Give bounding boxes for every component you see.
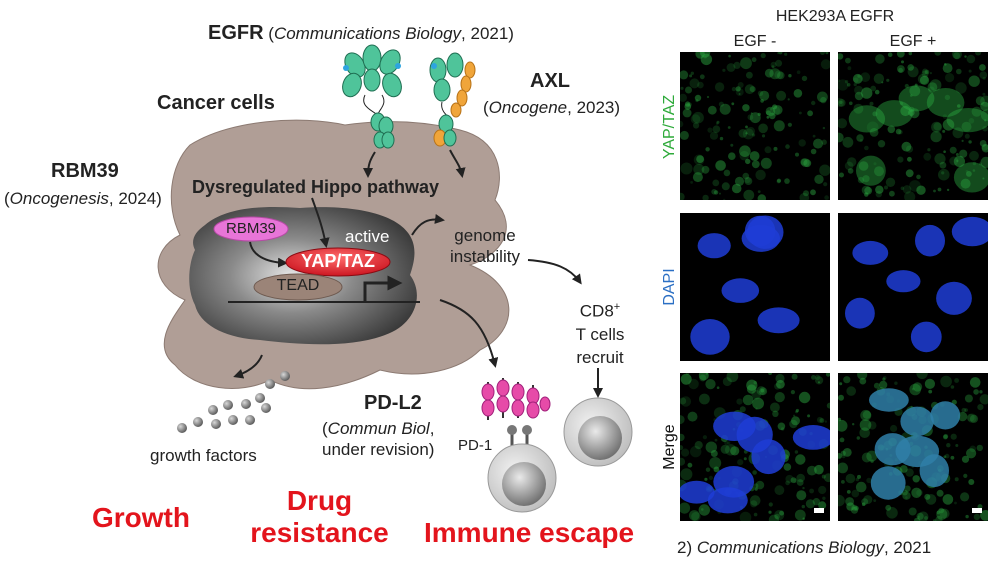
yap-taz-node bbox=[285, 247, 391, 277]
hippo-label: Dysregulated Hippo pathway bbox=[192, 177, 440, 197]
active-label: active bbox=[345, 227, 390, 246]
row-label-merge: Merge bbox=[661, 424, 678, 470]
axl-cite-open: ( bbox=[483, 98, 489, 117]
column-label-egf-plus: EGF + bbox=[889, 33, 937, 50]
egfr-year: , 2021) bbox=[461, 24, 514, 43]
microscopy-title: HEK293A EGFR bbox=[775, 8, 895, 25]
micrograph-merge-egf-plus bbox=[838, 373, 988, 521]
scale-bar bbox=[972, 508, 982, 513]
caption-prefix: 2) bbox=[677, 538, 697, 557]
rbm39-citation: (Oncogenesis, 2024) bbox=[4, 189, 162, 209]
outcome-drug-resistance: Drug resistance bbox=[237, 485, 402, 549]
column-label-egf-minus: EGF - bbox=[733, 33, 777, 50]
pdl2-cite-open: ( bbox=[322, 419, 328, 438]
cancer-cells-label: Cancer cells bbox=[157, 92, 275, 114]
caption-journal: Communications Biology bbox=[696, 538, 884, 557]
rbm39-node-label: RBM39 bbox=[225, 220, 277, 237]
micrograph-dapi-egf-plus bbox=[838, 213, 988, 361]
caption-year: , 2021 bbox=[883, 538, 932, 557]
t-cells-text: T cells bbox=[575, 324, 625, 344]
egfr-cite-open: ( bbox=[263, 24, 274, 43]
cd8-sup: + bbox=[613, 301, 621, 313]
genome-instability-label: genome instability bbox=[445, 225, 525, 267]
rbm39-journal: Oncogenesis bbox=[9, 189, 109, 208]
pdl2-citation: (Commun Biol, under revision) bbox=[322, 418, 434, 460]
row-label-dapi: DAPI bbox=[661, 268, 678, 306]
micrograph-dapi-egf-minus bbox=[680, 213, 830, 361]
rbm39-node bbox=[213, 216, 289, 242]
egfr-citation: EGFR (Communications Biology, 2021) bbox=[208, 22, 514, 45]
axl-year: , 2023) bbox=[567, 98, 621, 117]
pd1-label: PD-1 bbox=[458, 437, 493, 454]
scale-bar bbox=[814, 508, 824, 513]
axl-label: AXL bbox=[530, 70, 570, 92]
pdl2-status: under revision) bbox=[322, 440, 435, 459]
row-label-yap-taz: YAP/TAZ bbox=[661, 94, 678, 160]
pdl2-cite-comma: , bbox=[429, 419, 435, 438]
cd8-text: CD8 bbox=[579, 301, 614, 321]
outcome-immune-escape: Immune escape bbox=[424, 517, 635, 548]
growth-factor-particles bbox=[177, 371, 290, 433]
drug-text: Drug bbox=[286, 485, 353, 516]
micrograph-yap-taz-egf-plus bbox=[838, 52, 988, 200]
pathway-diagram bbox=[157, 44, 633, 513]
cd8-tcells-label: CD8+ T cells recruit bbox=[560, 296, 640, 369]
growth-factors-label: growth factors bbox=[150, 446, 257, 465]
microscopy-caption: 2) Communications Biology, 2021 bbox=[677, 538, 931, 558]
micrograph-merge-egf-minus bbox=[680, 373, 830, 521]
tead-node-label: TEAD bbox=[276, 277, 320, 294]
instability-text: instability bbox=[450, 247, 520, 266]
axl-citation: (Oncogene, 2023) bbox=[483, 98, 620, 118]
resistance-text: resistance bbox=[250, 517, 389, 548]
pdl2-ligand-icon bbox=[481, 378, 551, 420]
egfr-label: EGFR bbox=[208, 22, 264, 44]
egfr-receptor-icon bbox=[342, 44, 402, 149]
pdl2-journal: Commun Biol bbox=[327, 419, 430, 438]
axl-journal: Oncogene bbox=[488, 98, 568, 117]
micrograph-yap-taz-egf-minus bbox=[680, 52, 830, 200]
yap-taz-node-label: YAP/TAZ bbox=[300, 251, 375, 271]
outcome-growth: Growth bbox=[92, 502, 190, 533]
rbm39-cite-open: ( bbox=[4, 189, 10, 208]
genome-text: genome bbox=[454, 226, 516, 245]
tead-node bbox=[253, 273, 343, 301]
axl-receptor-icon bbox=[429, 52, 476, 147]
egfr-journal: Communications Biology bbox=[273, 24, 462, 43]
pdl2-label: PD-L2 bbox=[364, 392, 422, 414]
recruit-text: recruit bbox=[576, 347, 624, 367]
rbm39-label: RBM39 bbox=[51, 160, 119, 182]
t-cell-icon bbox=[487, 397, 633, 513]
rbm39-year: , 2024) bbox=[108, 189, 162, 208]
